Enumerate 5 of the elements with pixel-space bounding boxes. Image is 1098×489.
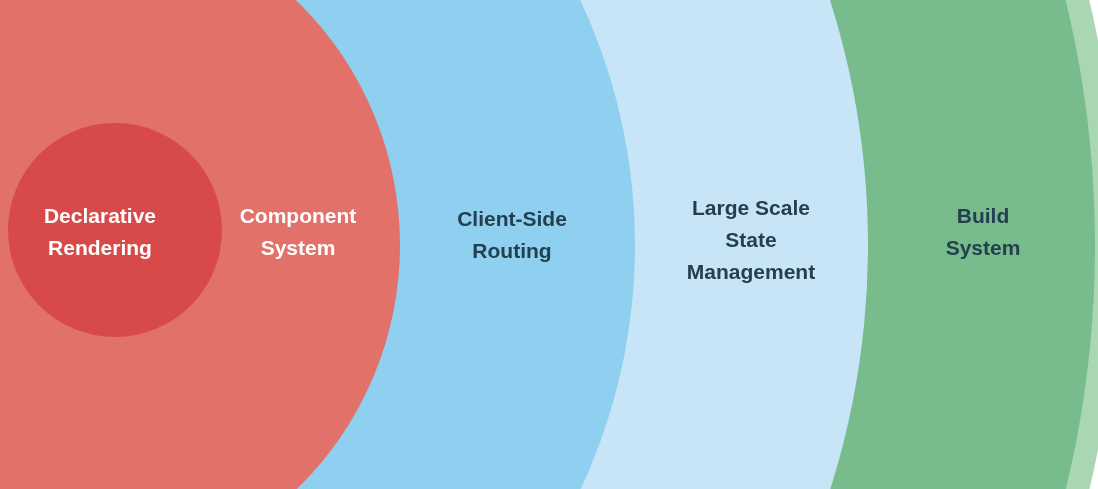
ring-label: Declarative Rendering — [42, 203, 158, 261]
ring-label: Component System — [238, 203, 358, 261]
ring-label: Large Scale State Management — [685, 195, 817, 285]
ring-label: Build System — [944, 203, 1022, 261]
ring-label: Client-Side Routing — [456, 206, 568, 264]
